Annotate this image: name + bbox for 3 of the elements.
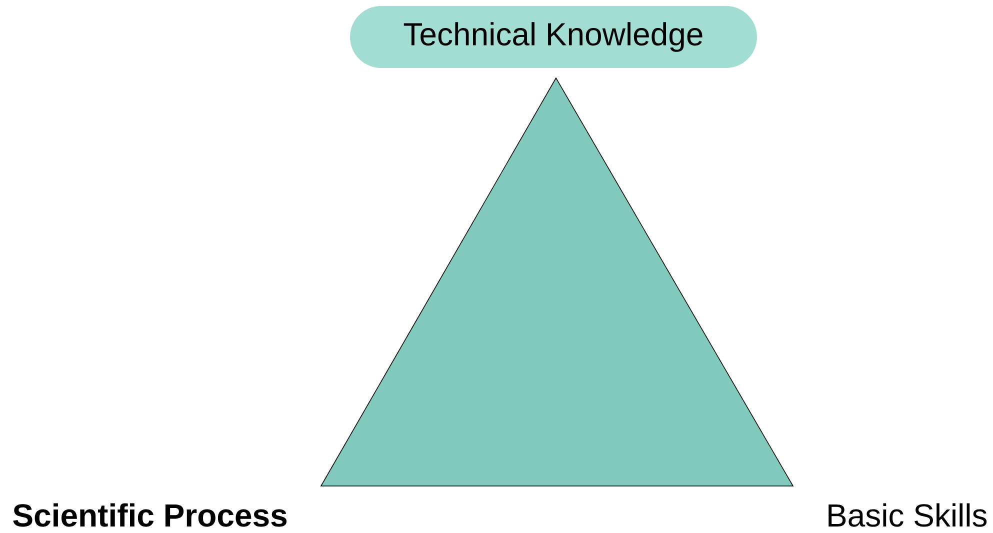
rounded-label-box: Technical Knowledge <box>350 6 757 68</box>
corner-label: Basic Skills <box>828 503 987 527</box>
corner-label: Scientific Process <box>13 503 287 527</box>
